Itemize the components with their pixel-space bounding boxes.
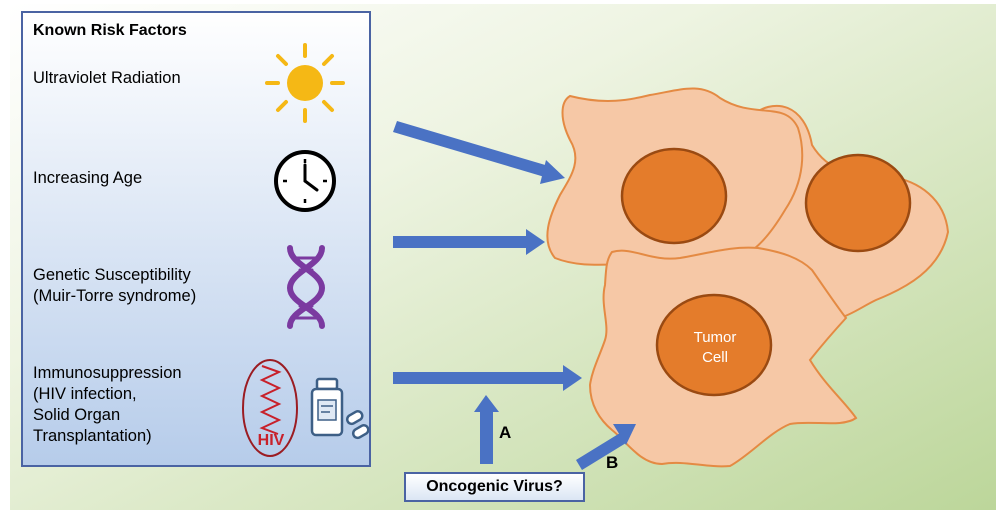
factor-age-label: Increasing Age bbox=[33, 169, 143, 187]
arrow-uv-to-cell bbox=[393, 121, 565, 184]
hiv-text: HIV bbox=[257, 432, 285, 449]
panel-title: Known Risk Factors bbox=[33, 22, 187, 39]
sun-icon bbox=[265, 43, 345, 123]
factor-genetic-label: Genetic Susceptibility (Muir-Torre syndr… bbox=[33, 266, 197, 305]
medication-icon bbox=[310, 377, 370, 440]
arrow-b bbox=[576, 424, 636, 470]
arrow-immuno-to-cell bbox=[393, 365, 582, 391]
clock-icon bbox=[274, 150, 336, 212]
oncogenic-virus-box: Oncogenic Virus? bbox=[404, 472, 585, 502]
arrow-b-label: B bbox=[606, 453, 619, 472]
tumor-cell-label: Tumor Cell bbox=[693, 329, 737, 366]
factor-immuno-label: Immunosuppression (HIV infection, Solid … bbox=[33, 364, 182, 445]
hiv-icon bbox=[242, 359, 298, 457]
arrow-age-to-cell bbox=[393, 229, 545, 255]
tumor-cell-top-left bbox=[546, 87, 804, 266]
arrow-a-label: A bbox=[499, 423, 512, 442]
arrow-a bbox=[474, 395, 499, 464]
tumor-cell-center bbox=[588, 246, 858, 468]
factor-uv-label: Ultraviolet Radiation bbox=[33, 69, 181, 87]
oncogenic-virus-label: Oncogenic Virus? bbox=[426, 478, 563, 495]
dna-icon bbox=[286, 245, 326, 329]
